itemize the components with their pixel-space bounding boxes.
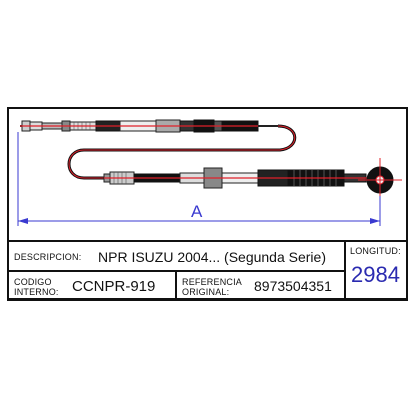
cable-loop-inner <box>68 125 296 179</box>
drawing-frame <box>7 107 408 301</box>
referencia-label-line1: REFERENCIA <box>182 277 243 287</box>
dimension-a <box>17 132 381 226</box>
codigo-label-line2: INTERNO: <box>14 287 59 297</box>
referencia-value: 8973504351 <box>254 278 332 294</box>
upper-cable <box>20 119 278 133</box>
descripcion-label: DESCRIPCION: <box>14 252 82 262</box>
referencia-label-line2: ORIGINAL: <box>182 287 230 297</box>
dimension-a-label: A <box>191 202 203 221</box>
lower-cable <box>103 158 402 202</box>
codigo-label-line1: CODIGO <box>14 277 52 287</box>
codigo-value: CCNPR-919 <box>72 278 156 295</box>
longitud-cell <box>344 240 408 300</box>
longitud-value: 2984 <box>351 262 400 287</box>
longitud-label: LONGITUD: <box>350 246 401 256</box>
descripcion-value: NPR ISUZU 2004... (Segunda Serie) <box>98 249 326 265</box>
